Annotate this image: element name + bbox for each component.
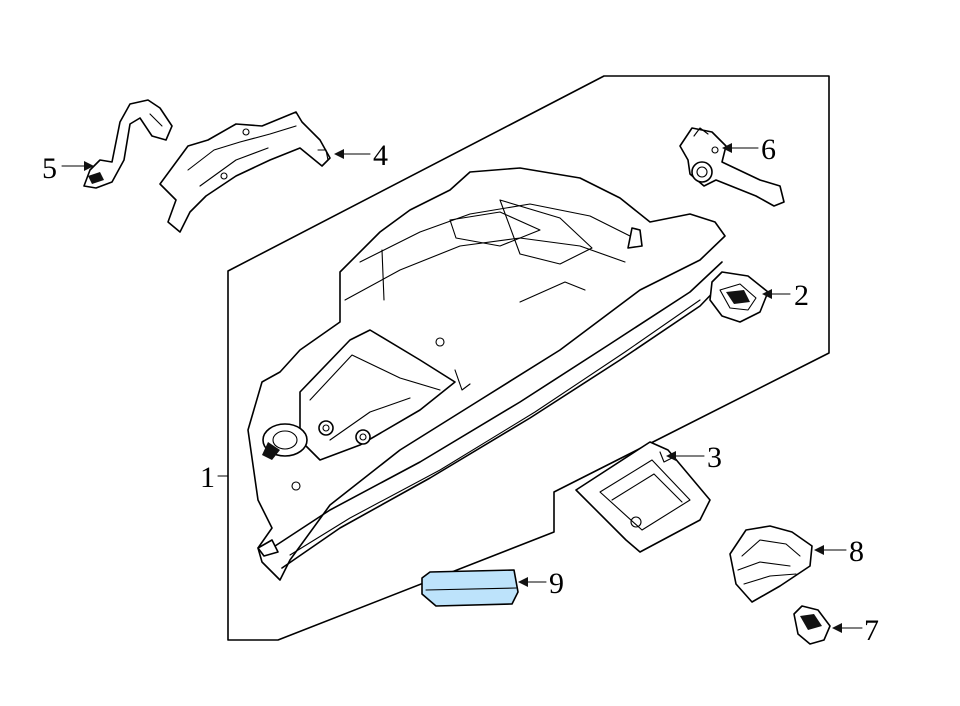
leader-lines (61, 143, 863, 633)
part-6-lock-cylinder[interactable] (679, 127, 785, 207)
callout-7: 7 (864, 614, 879, 647)
callout-8: 8 (849, 535, 864, 568)
callout-4: 4 (373, 139, 388, 172)
callout-1: 1 (200, 461, 215, 494)
part-1-glove-box[interactable] (247, 167, 726, 581)
part-3-bracket[interactable] (575, 441, 711, 553)
callout-6: 6 (761, 133, 776, 166)
callout-5: 5 (42, 152, 57, 185)
callout-9: 9 (549, 567, 564, 600)
callout-labels: 1 2 3 4 5 6 7 8 9 (42, 133, 879, 647)
part-9-pad[interactable] (421, 569, 519, 607)
part-4-mounting-bracket[interactable] (159, 111, 331, 233)
callout-2: 2 (794, 279, 809, 312)
part-2-striker[interactable] (709, 271, 769, 323)
callout-3: 3 (707, 441, 722, 474)
part-5-damper[interactable] (83, 99, 173, 189)
part-8-lamp-housing[interactable] (729, 525, 813, 603)
assembly-boundary (227, 75, 830, 641)
part-7-clip[interactable] (793, 605, 831, 645)
